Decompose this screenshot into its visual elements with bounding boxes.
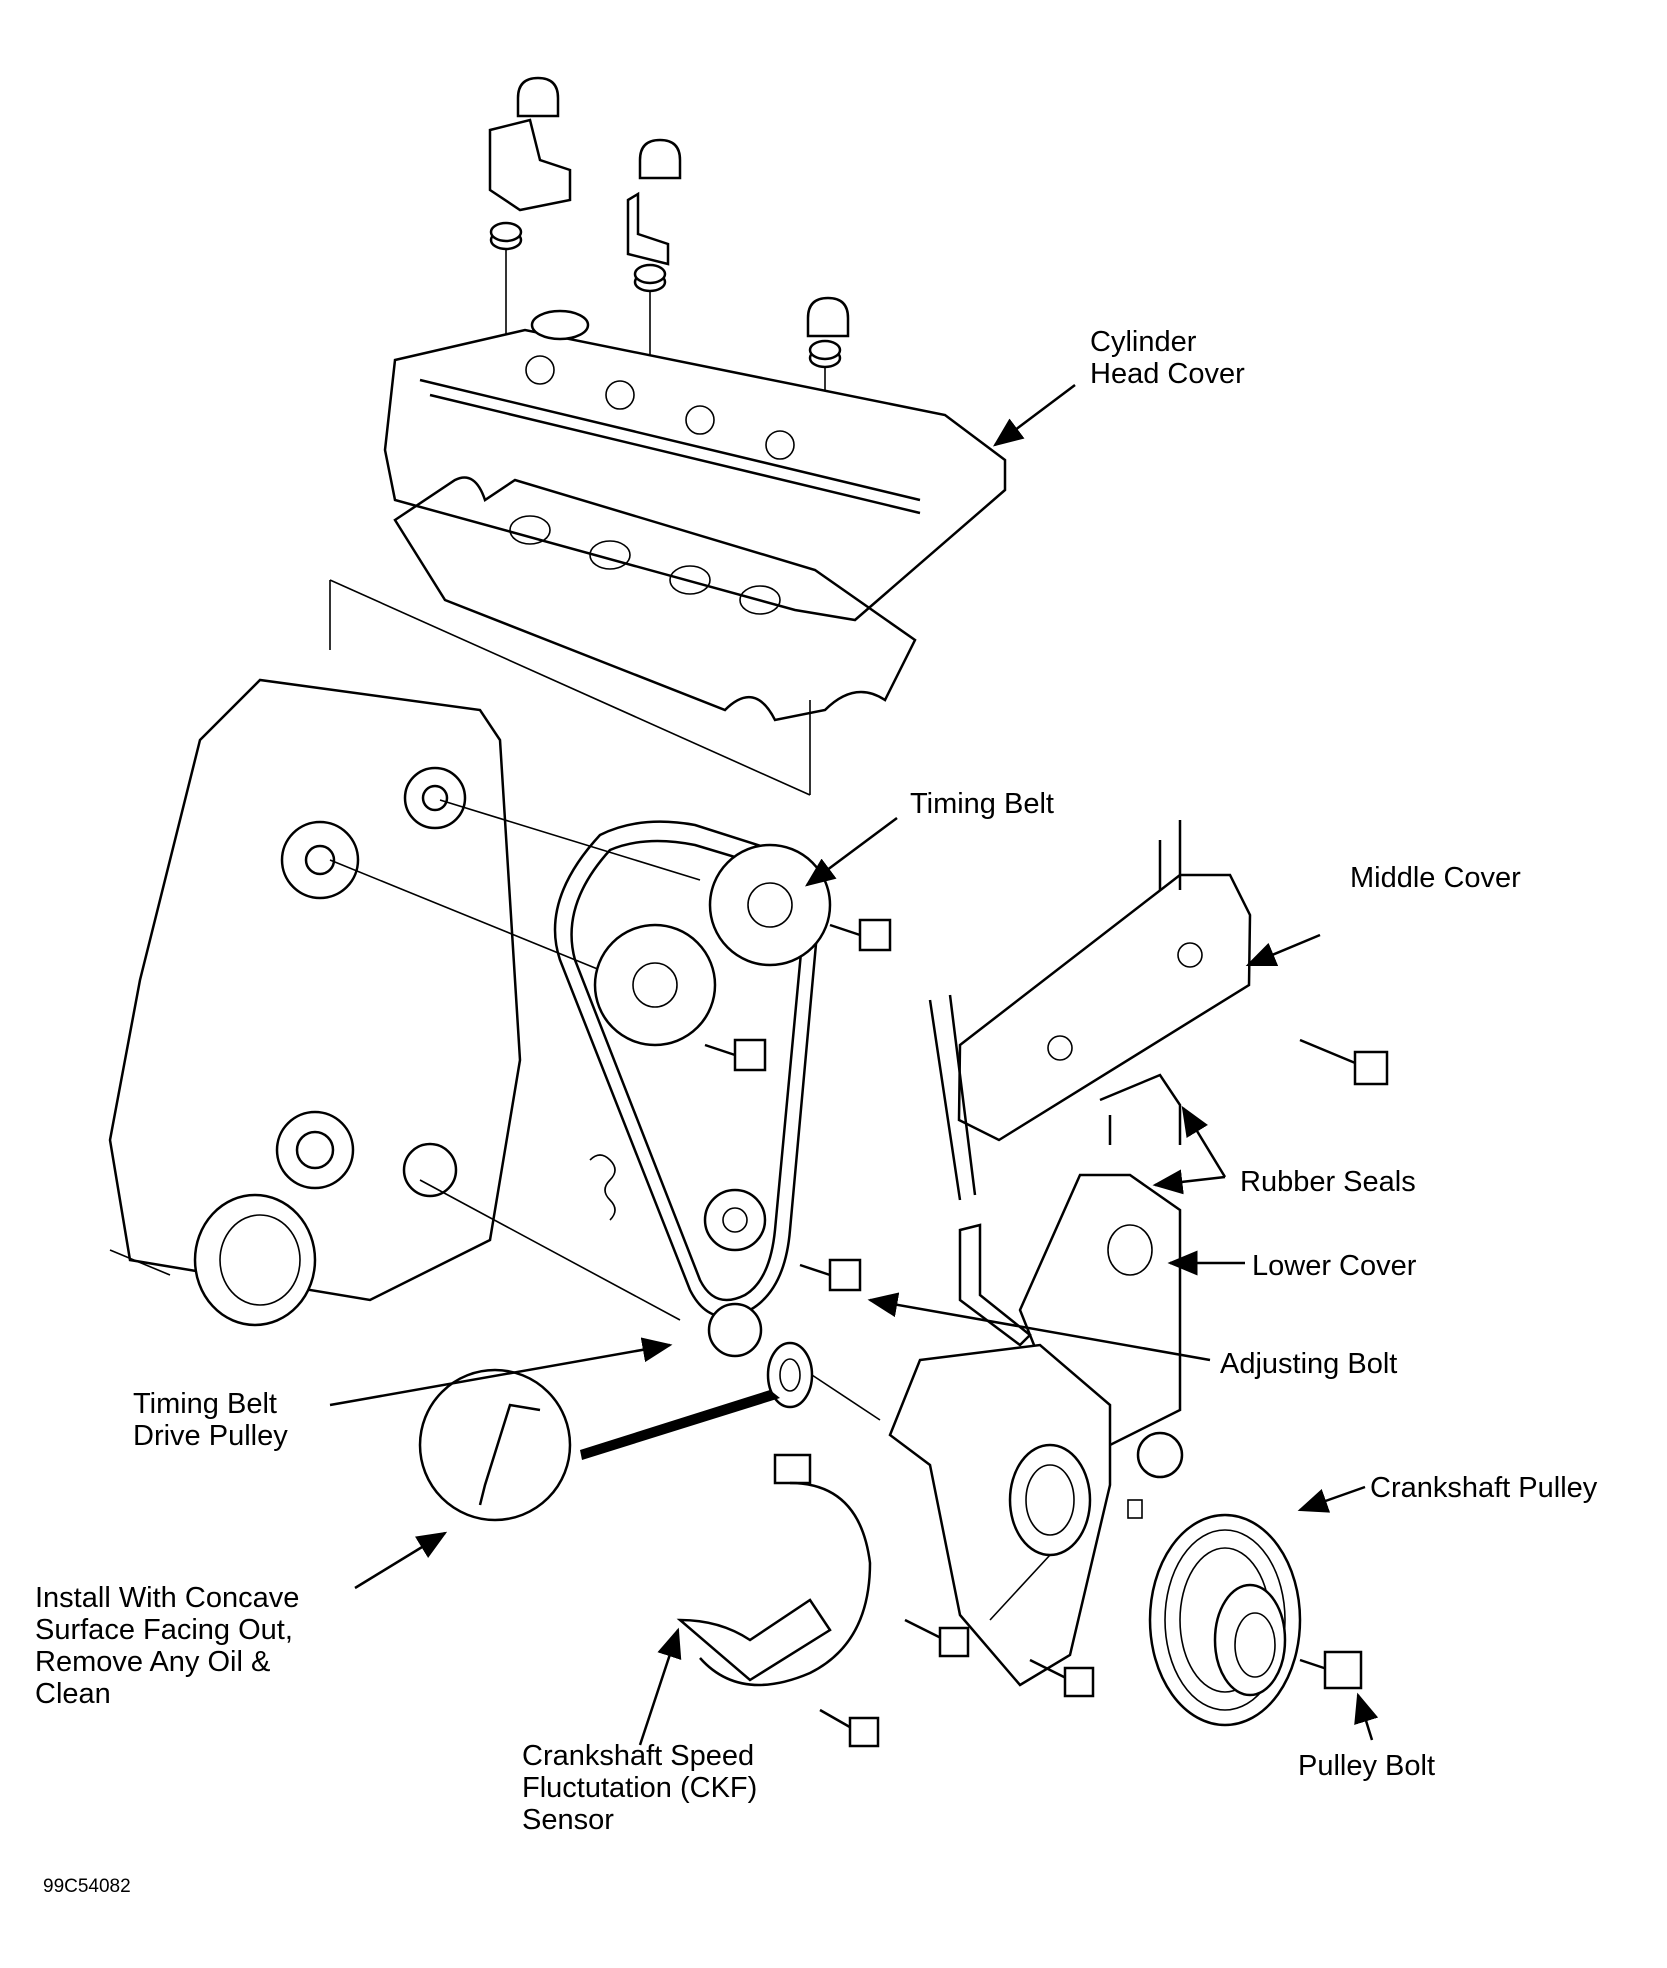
label-install-note: Install With Concave Surface Facing Out,… xyxy=(35,1582,300,1710)
timing-case-cover-art xyxy=(888,1343,1184,1687)
label-crankshaft-pulley: Crankshaft Pulley xyxy=(1370,1472,1598,1504)
tensioner-spring-art xyxy=(589,1154,616,1221)
cap-nut-2 xyxy=(626,138,682,400)
crankshaft-pulley-art xyxy=(1148,1513,1302,1727)
engine-block-art xyxy=(108,678,522,1327)
ckf-sensor-art xyxy=(676,1453,872,1687)
timing-belt-art xyxy=(553,820,832,1358)
cap-nut-1 xyxy=(488,76,572,350)
pulley-bolt-art xyxy=(1299,1650,1363,1690)
label-rubber-seals: Rubber Seals xyxy=(1240,1166,1416,1198)
label-ckf-sensor: Crankshaft Speed Fluctutation (CKF) Sens… xyxy=(522,1740,758,1836)
label-lower-cover: Lower Cover xyxy=(1252,1250,1417,1282)
label-pulley-bolt: Pulley Bolt xyxy=(1298,1750,1436,1782)
middle-cover-art xyxy=(928,820,1252,1201)
label-cylinder-head-cover: Cylinder Head Cover xyxy=(1090,326,1245,390)
leader-lines xyxy=(329,384,1379,1746)
ckf-bolts-art xyxy=(819,1618,1095,1748)
middle-cover-bolt-art xyxy=(1299,1038,1389,1086)
cover-gasket-art xyxy=(393,476,917,722)
cylinder-head-cover-art xyxy=(383,309,1007,622)
label-timing-belt-drive-pulley: Timing Belt Drive Pulley xyxy=(133,1388,288,1452)
label-middle-cover: Middle Cover xyxy=(1350,862,1521,894)
concave-detail-circle xyxy=(418,1368,780,1522)
label-timing-belt: Timing Belt xyxy=(910,788,1054,820)
figure-id: 99C54082 xyxy=(43,1876,131,1897)
sprocket-bolts-art xyxy=(704,918,892,1292)
label-adjusting-bolt: Adjusting Bolt xyxy=(1220,1348,1398,1380)
